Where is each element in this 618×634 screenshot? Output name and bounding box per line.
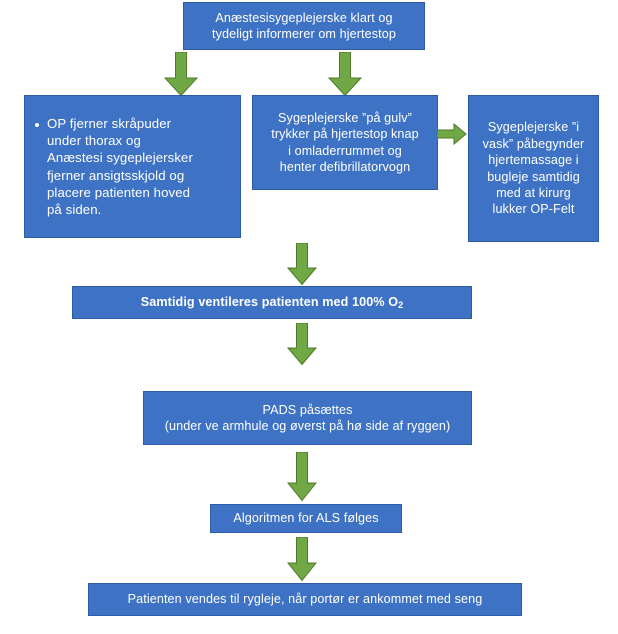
flow-node-text: Anæstesisygeplejerske klart og tydeligt … [184, 10, 424, 43]
flow-node-pads-paasaettes[interactable]: PADS påsættes (under ve armhule og øvers… [143, 391, 472, 445]
flow-node-anaestesisygeplejerske[interactable]: Anæstesisygeplejerske klart og tydeligt … [183, 2, 425, 50]
flow-node-line-3: i omladerrummet og [288, 143, 402, 158]
flow-node-text: Patienten vendes til rygleje, når portør… [89, 591, 521, 607]
flow-node-bullet-text: OP fjerner skråpuder under thorax og Anæ… [47, 115, 232, 218]
flow-node-line-5: med at kirurg [496, 185, 571, 200]
arrow-right-icon [437, 123, 467, 145]
flow-node-op-fjerner-skraapuder[interactable]: OP fjerner skråpuder under thorax og Anæ… [24, 95, 241, 238]
arrow-down-icon [164, 52, 198, 96]
flow-node-text: OP fjerner skråpuder under thorax og Anæ… [25, 115, 240, 218]
flow-node-line-1: PADS påsættes [262, 402, 353, 417]
flow-node-line-6: på siden. [47, 201, 102, 217]
flow-node-text: PADS påsættes (under ve armhule og øvers… [144, 402, 471, 435]
arrow-down-icon [287, 323, 317, 365]
flow-node-line-2: (under ve armhule og øverst på hø side a… [164, 419, 451, 433]
flow-node-line-4: bugleje samtidig [487, 169, 580, 184]
flow-node-line-2: under thorax og [47, 133, 141, 149]
flow-node-line-1: Anæstesisygeplejerske klart og [215, 10, 393, 25]
arrow-down-icon [328, 52, 362, 96]
flow-node-text: Sygeplejerske ”i vask” påbegynder hjerte… [469, 119, 598, 217]
flow-node-line-4: fjerner ansigtsskjold og [47, 167, 185, 183]
flow-node-line-4: henter defibrillatorvogn [279, 159, 411, 174]
flow-node-text: Sygeplejerske ”på gulv” trykker på hjert… [253, 110, 437, 175]
flow-node-line-3: hjertemassage i [488, 153, 579, 168]
flow-node-line-1: Sygeplejerske ”i [487, 120, 580, 135]
flow-node-text: Algoritmen for ALS følges [211, 510, 401, 526]
arrow-down-icon [287, 243, 317, 285]
flow-node-line-2: tydeligt informerer om hjertestop [212, 27, 396, 41]
flow-node-line-3: Anæstesi sygeplejersker [47, 150, 193, 166]
flow-node-patienten-vendes[interactable]: Patienten vendes til rygleje, når portør… [88, 583, 522, 616]
subscript-2: 2 [398, 299, 404, 310]
flow-node-sygeplejerske-paa-gulv[interactable]: Sygeplejerske ”på gulv” trykker på hjert… [252, 95, 438, 190]
flow-node-text: Samtidig ventileres patienten med 100% O… [73, 294, 471, 312]
flow-node-line-5: placere patienten hoved [47, 184, 191, 200]
bullet-icon [35, 123, 39, 128]
flow-node-algoritmen-for-als[interactable]: Algoritmen for ALS følges [210, 504, 402, 533]
flow-node-line-2: vask” påbegynder [482, 136, 585, 151]
flow-node-line-1: Samtidig ventileres patienten med 100% O [140, 294, 399, 309]
arrow-down-icon [287, 537, 317, 581]
flow-node-line-1: OP fjerner skråpuder [47, 116, 172, 132]
arrow-down-icon [287, 452, 317, 501]
flow-node-samtidig-ventileres[interactable]: Samtidig ventileres patienten med 100% O… [72, 286, 472, 319]
flow-node-line-1: Sygeplejerske ”på gulv” [278, 110, 412, 125]
flow-node-line-6: lukker OP-Felt [492, 202, 575, 217]
flow-node-sygeplejerske-i-vask[interactable]: Sygeplejerske ”i vask” påbegynder hjerte… [468, 95, 599, 242]
flow-node-line-1: Algoritmen for ALS følges [233, 511, 379, 526]
flow-node-line-1: Patienten vendes til rygleje, når portør… [127, 592, 483, 607]
flow-node-line-2: trykker på hjertestop knap [271, 127, 419, 142]
